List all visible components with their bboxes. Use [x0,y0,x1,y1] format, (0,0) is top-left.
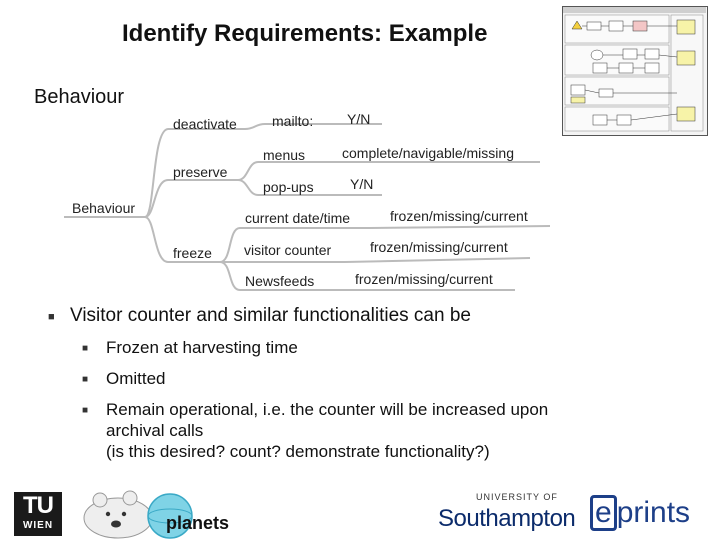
sub-bullet-text-line-2: archival calls [106,421,204,440]
mindmap-branches [64,123,551,291]
node-mailto: mailto: [272,113,313,129]
node-newsfeeds-value: frozen/missing/current [355,271,493,287]
workflow-diagram-graphic [563,7,706,132]
node-menus-value: complete/navigable/missing [342,145,514,161]
node-menus: menus [263,147,305,163]
tu-wien-logo: TU WIEN [14,492,62,536]
polar-bear-icon [83,490,153,539]
sub-bullet-list: ■ Frozen at harvesting time ■ Omitted ■ … [82,337,708,462]
node-preserve: preserve [173,164,228,180]
branch-menus [237,161,325,181]
sub-bullet: ■ Omitted [82,368,708,390]
branch-visitor-counter-value [344,257,531,263]
node-popups: pop-ups [263,179,314,195]
planets-globe-icon [147,493,193,539]
main-bullet: ■ Visitor counter and similar functional… [48,304,708,329]
branch-popups [237,179,330,196]
branch-current-datetime-value [369,225,551,229]
workflow-diagram-thumbnail [562,6,708,136]
bullet-list: ■ Visitor counter and similar functional… [48,304,708,471]
node-mailto-value: Y/N [347,111,370,127]
main-bullet-text: Visitor counter and similar functionalit… [70,305,471,326]
section-label: Behaviour [34,86,125,108]
eprints-e-icon: e [590,495,617,531]
planets-logo-text: planets [166,513,230,533]
node-visitor-counter-value: frozen/missing/current [370,239,508,255]
university-of-text: UNIVERSITY OF [476,492,558,502]
sub-bullet-text-line-3: (is this desired? count? demonstrate fun… [106,442,490,461]
branch-preserve [144,179,238,218]
node-visitor-counter: visitor counter [244,242,331,258]
behaviour-mindmap: Behaviour deactivate mailto: Y/N preserv… [64,111,551,291]
eprints-logo-text: prints [616,496,691,529]
sub-bullet: ■ Frozen at harvesting time [82,337,708,359]
bullet-square-icon: ■ [48,311,55,323]
node-current-datetime: current date/time [245,210,350,226]
bullet-square-icon: ■ [82,374,89,385]
node-behaviour: Behaviour [72,200,135,216]
wien-logo-text: WIEN [22,520,54,531]
branch-freeze [144,216,220,263]
sub-bullet-text-line-1: Remain operational, i.e. the counter wil… [106,400,549,419]
node-current-datetime-value: frozen/missing/current [390,208,528,224]
bullet-square-icon: ■ [82,343,89,354]
branch-newsfeeds [219,261,335,291]
node-popups-value: Y/N [350,176,373,192]
slide-title: Identify Requirements: Example [122,20,488,47]
southampton-logo-text: Southampton [438,505,576,532]
tu-logo-text: TU [23,492,54,519]
sub-bullet: ■ Remain operational, i.e. the counter w… [82,399,708,462]
node-newsfeeds: Newsfeeds [245,273,314,289]
branch-current-datetime [219,227,370,263]
branch-mailto [244,123,330,130]
node-deactivate: deactivate [173,116,237,132]
sub-bullet-text: Frozen at harvesting time [106,338,298,357]
bullet-square-icon: ■ [82,405,89,416]
sub-bullet-text: Omitted [106,369,166,388]
node-freeze: freeze [173,245,212,261]
branch-deactivate [144,128,245,218]
